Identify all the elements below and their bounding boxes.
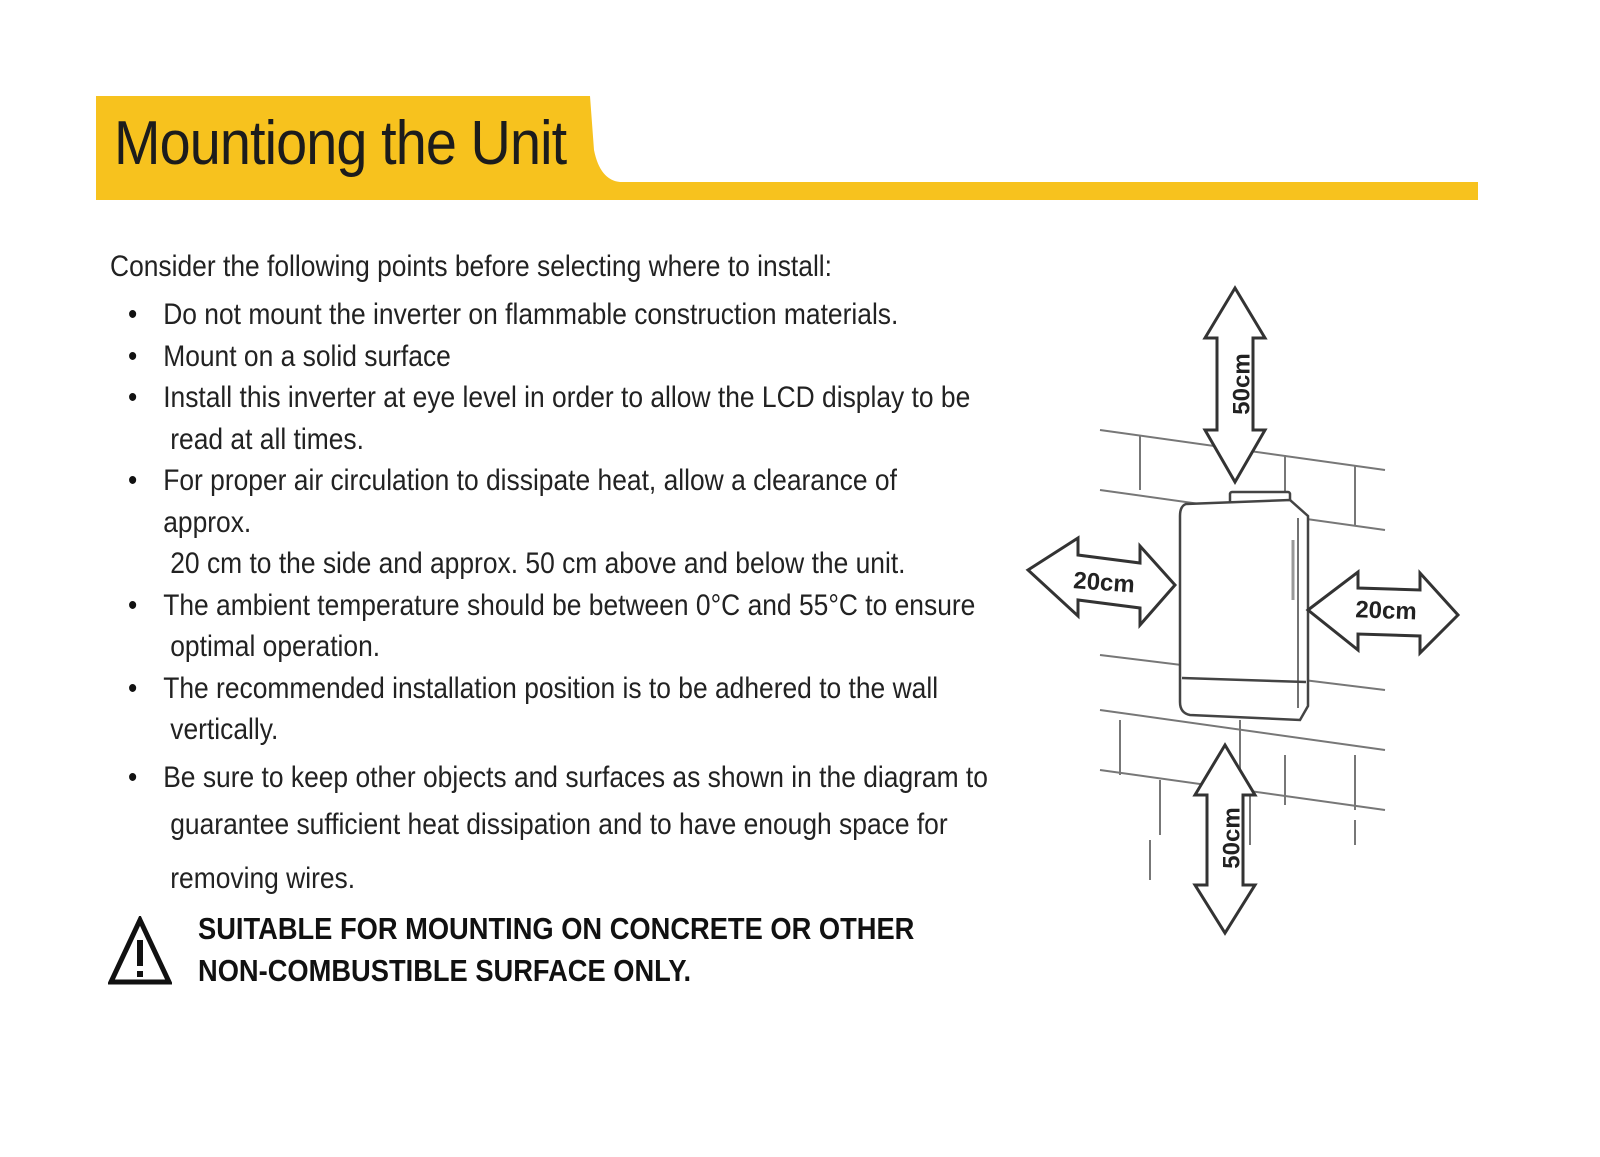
list-item-continuation: guarantee sufficient heat dissipation an… xyxy=(170,808,948,841)
list-item: Mount on a solid surface xyxy=(128,336,990,378)
right-clearance-label: 20cm xyxy=(1355,596,1417,625)
arrow-up-down xyxy=(1192,285,1268,936)
title-banner xyxy=(96,96,1478,200)
list-item-text: Be sure to keep other objects and surfac… xyxy=(163,760,988,794)
list-item-continuation: vertically. xyxy=(170,713,279,746)
requirements-list: Do not mount the inverter on flammable c… xyxy=(128,294,990,906)
arrow-left-right xyxy=(1025,535,1461,657)
list-item-text: For proper air circulation to dissipate … xyxy=(163,464,897,539)
list-item-continuation: optimal operation. xyxy=(170,630,381,663)
list-item-text: The recommended installation position is… xyxy=(163,671,939,705)
intro-text: Consider the following points before sel… xyxy=(110,250,833,283)
list-item-continuation: read at all times. xyxy=(170,422,364,456)
list-item-text: Install this inverter at eye level in or… xyxy=(163,381,971,414)
list-item-continuation: removing wires. xyxy=(170,862,356,895)
left-clearance-label: 20cm xyxy=(1073,567,1136,598)
list-item-continuation: 20 cm to the side and approx. 50 cm abov… xyxy=(170,547,906,580)
inverter-unit xyxy=(1178,490,1310,722)
list-item: Be sure to keep other objects and surfac… xyxy=(128,757,990,907)
list-item: Do not mount the inverter on flammable c… xyxy=(128,294,990,336)
list-item: The ambient temperature should be betwee… xyxy=(128,585,990,668)
warning-line: NON-COMBUSTIBLE SURFACE ONLY. xyxy=(198,953,692,988)
warning-line: SUITABLE FOR MOUNTING ON CONCRETE OR OTH… xyxy=(198,911,915,946)
title-tab xyxy=(96,96,1478,200)
list-item-text: The ambient temperature should be betwee… xyxy=(163,588,976,622)
list-item: Install this inverter at eye level in or… xyxy=(128,377,990,460)
list-item-text: Do not mount the inverter on flammable c… xyxy=(163,298,899,331)
top-clearance-label: 50cm xyxy=(1228,353,1255,414)
list-item: For proper air circulation to dissipate … xyxy=(128,460,990,585)
list-item: The recommended installation position is… xyxy=(128,668,990,751)
bottom-clearance-label: 50cm xyxy=(1218,807,1245,868)
list-item-text: Mount on a solid surface xyxy=(163,339,451,373)
warning-triangle-icon xyxy=(108,916,172,985)
clearance-diagram: 50cm 50cm 20cm 20cm xyxy=(1025,285,1461,936)
warning-message: SUITABLE FOR MOUNTING ON CONCRETE OR OTH… xyxy=(198,908,914,992)
page-title: Mountiong the Unit xyxy=(114,109,567,178)
